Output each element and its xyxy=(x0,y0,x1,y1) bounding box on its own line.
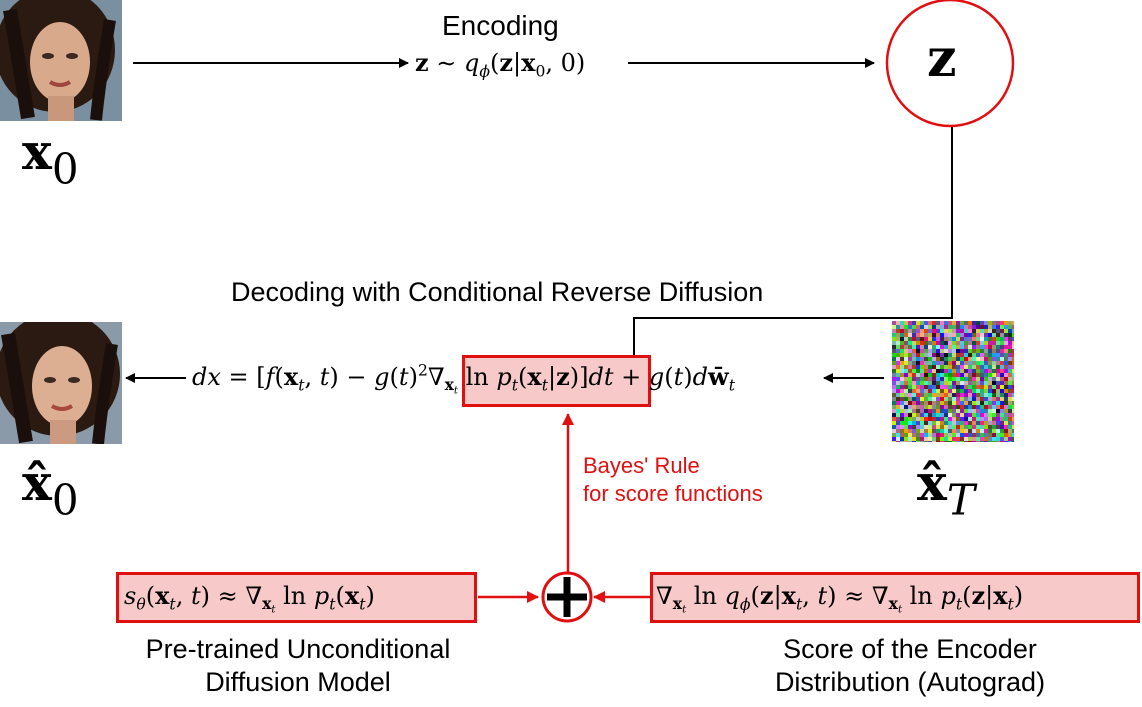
encoder-score-formula: ∇xt ln qϕ(z|xt, t) ≈ ∇xt ln pt(z|xt) xyxy=(656,581,1024,616)
encoder-score-description: Score of the Encoder Distribution (Autog… xyxy=(774,634,1046,697)
reverse-sde-equation: dx = [f(xt, t) − g(t)2∇xt ln pt(xt|z)]dt… xyxy=(192,361,735,397)
encoder-score-box xyxy=(650,572,1140,623)
pretrained-description: Pre-trained Unconditional Diffusion Mode… xyxy=(145,634,451,697)
output-image-symbol: x̂0 xyxy=(22,453,79,525)
encoding-formula: z ∼ qϕ(z|x0, 0) xyxy=(415,48,586,81)
output-face-image xyxy=(0,322,122,444)
arrow-z-to-conditional-score xyxy=(629,127,953,377)
decoding-label: Decoding with Conditional Reverse Diffus… xyxy=(231,277,764,307)
bayes-rule-label: Bayes' Rule for score functions xyxy=(583,453,763,506)
noise-image xyxy=(892,321,1014,442)
conditional-score-box xyxy=(462,355,651,407)
pretrained-score-formula: sθ(xt, t) ≈ ∇xt ln pt(xt) xyxy=(124,581,375,616)
input-face-image xyxy=(0,0,122,121)
sum-node xyxy=(541,571,593,623)
noise-image-symbol: x̂T xyxy=(917,453,975,525)
latent-node-circle xyxy=(885,0,1015,128)
encoding-label: Encoding xyxy=(442,10,559,41)
pretrained-score-box xyxy=(116,572,477,623)
latent-symbol: z xyxy=(927,28,957,89)
input-image-symbol: x0 xyxy=(22,122,79,194)
